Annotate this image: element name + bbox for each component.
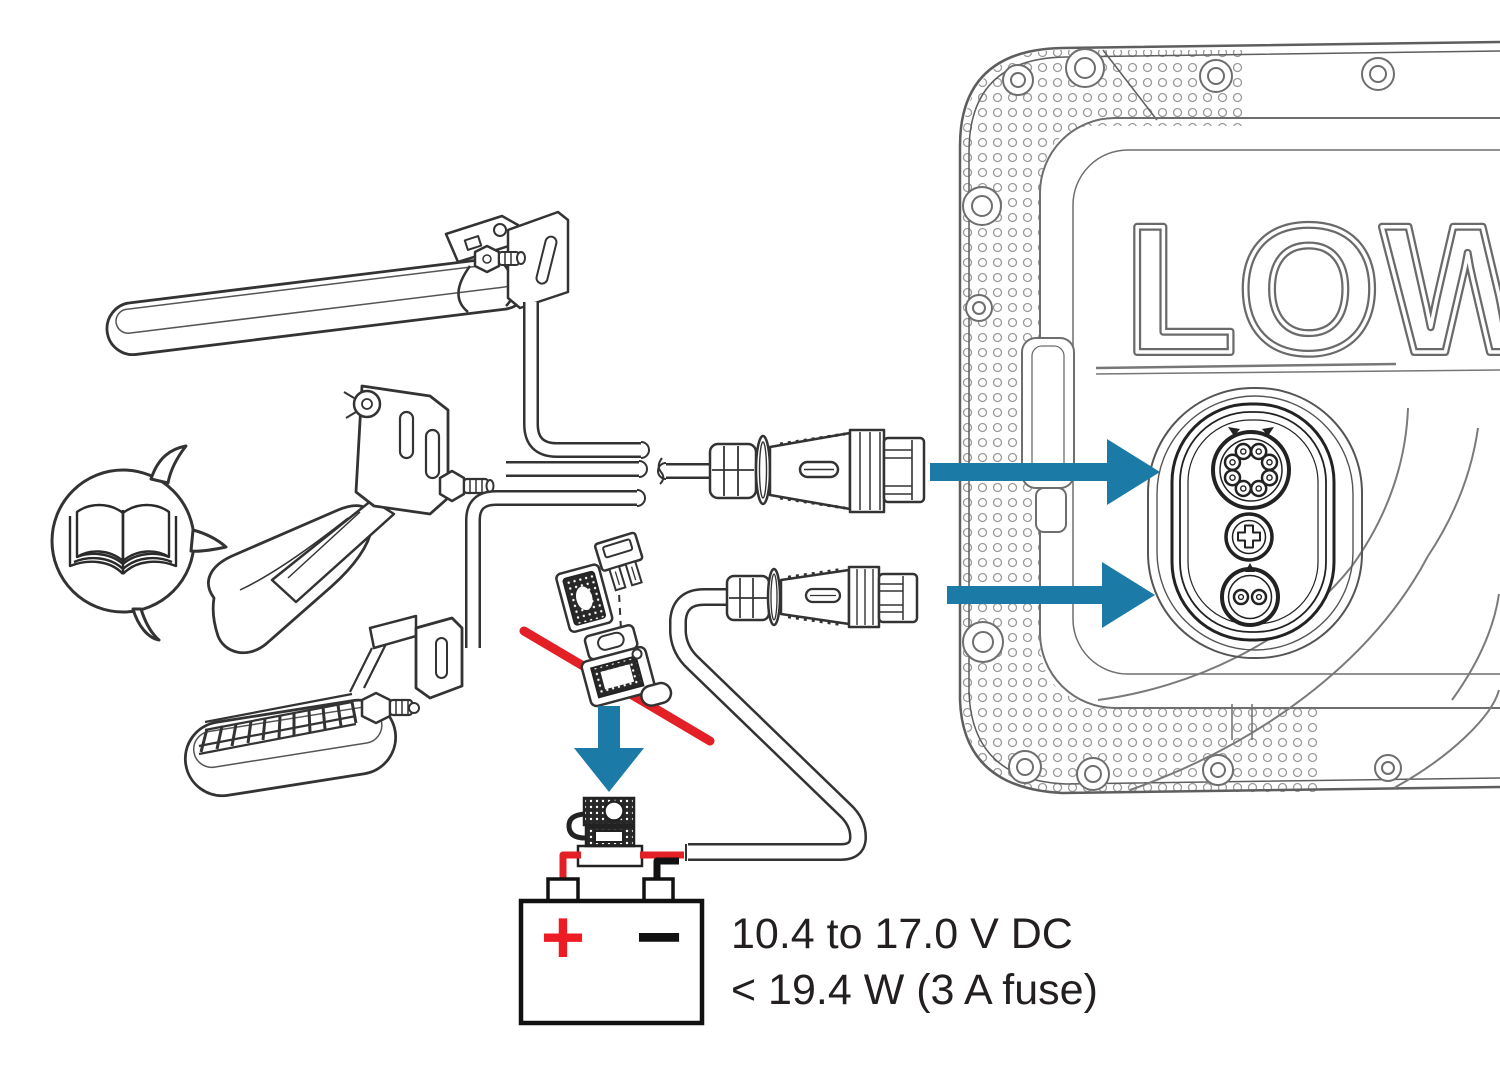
connect-arrow-bottom bbox=[947, 562, 1155, 628]
battery-fuse-holder bbox=[566, 796, 644, 868]
connector-recess bbox=[1147, 387, 1363, 659]
screw-boss bbox=[1008, 750, 1042, 784]
transducer-cables bbox=[465, 302, 716, 648]
screw-boss bbox=[962, 621, 1004, 663]
wire-loop bbox=[566, 811, 586, 841]
connector-panel bbox=[1170, 402, 1336, 642]
fuse-assembly bbox=[519, 531, 715, 792]
logo-underline bbox=[1095, 362, 1500, 375]
battery: + − bbox=[518, 877, 705, 1026]
open-book-icon bbox=[68, 503, 178, 575]
screw-boss bbox=[1199, 59, 1233, 93]
transducer-port-8pin bbox=[1211, 427, 1291, 510]
screw-boss bbox=[1374, 754, 1402, 782]
screw-boss bbox=[1065, 48, 1105, 88]
active-imaging-transducer bbox=[183, 614, 464, 798]
mounting-screws bbox=[962, 48, 1402, 791]
screw-boss bbox=[962, 186, 1002, 226]
power-port-2pin bbox=[1220, 563, 1280, 627]
screw-boss bbox=[1202, 754, 1234, 786]
spec-line-2: < 19.4 W (3 A fuse) bbox=[731, 966, 1098, 1014]
svg-text:LOW: LOW bbox=[1125, 187, 1500, 391]
cable-break-marks bbox=[636, 441, 667, 507]
device-back-panel: LOW LOW bbox=[958, 40, 1500, 795]
fuse-holder bbox=[580, 624, 673, 708]
battery-body bbox=[518, 898, 705, 1026]
device-logo: LOW LOW bbox=[1121, 183, 1500, 395]
transducer-connector bbox=[708, 428, 926, 514]
battery-positive-label: + bbox=[541, 895, 585, 980]
device-outline bbox=[958, 40, 1500, 795]
port-pins bbox=[1223, 442, 1279, 498]
positive-wire bbox=[559, 851, 581, 881]
battery-negative-label: − bbox=[636, 892, 683, 981]
manual-speech-bubble bbox=[50, 444, 228, 642]
negative-wire bbox=[653, 857, 679, 881]
panel-screw-phillips bbox=[1224, 512, 1274, 562]
fuse-cap bbox=[555, 563, 614, 634]
insert-arrow-down bbox=[574, 706, 644, 792]
power-connector bbox=[725, 565, 919, 629]
connect-arrow-top bbox=[930, 439, 1160, 505]
transducer-rail bbox=[198, 692, 358, 756]
screw-boss bbox=[1002, 64, 1034, 96]
screw-boss bbox=[1361, 57, 1395, 91]
screw-boss bbox=[1076, 757, 1110, 791]
spec-line-1: 10.4 to 17.0 V DC bbox=[731, 910, 1073, 958]
svg-text:LOW: LOW bbox=[1125, 187, 1500, 391]
tube-transducer bbox=[105, 210, 570, 357]
power-cable bbox=[669, 588, 867, 861]
skimmer-transducer bbox=[207, 384, 495, 654]
screw-boss bbox=[965, 294, 993, 322]
bracket-latch bbox=[1021, 337, 1075, 533]
blade-fuse bbox=[593, 531, 644, 592]
battery-wires bbox=[559, 851, 684, 881]
power-spec-text: 10.4 to 17.0 V DC < 19.4 W (3 A fuse) bbox=[731, 910, 1098, 1014]
